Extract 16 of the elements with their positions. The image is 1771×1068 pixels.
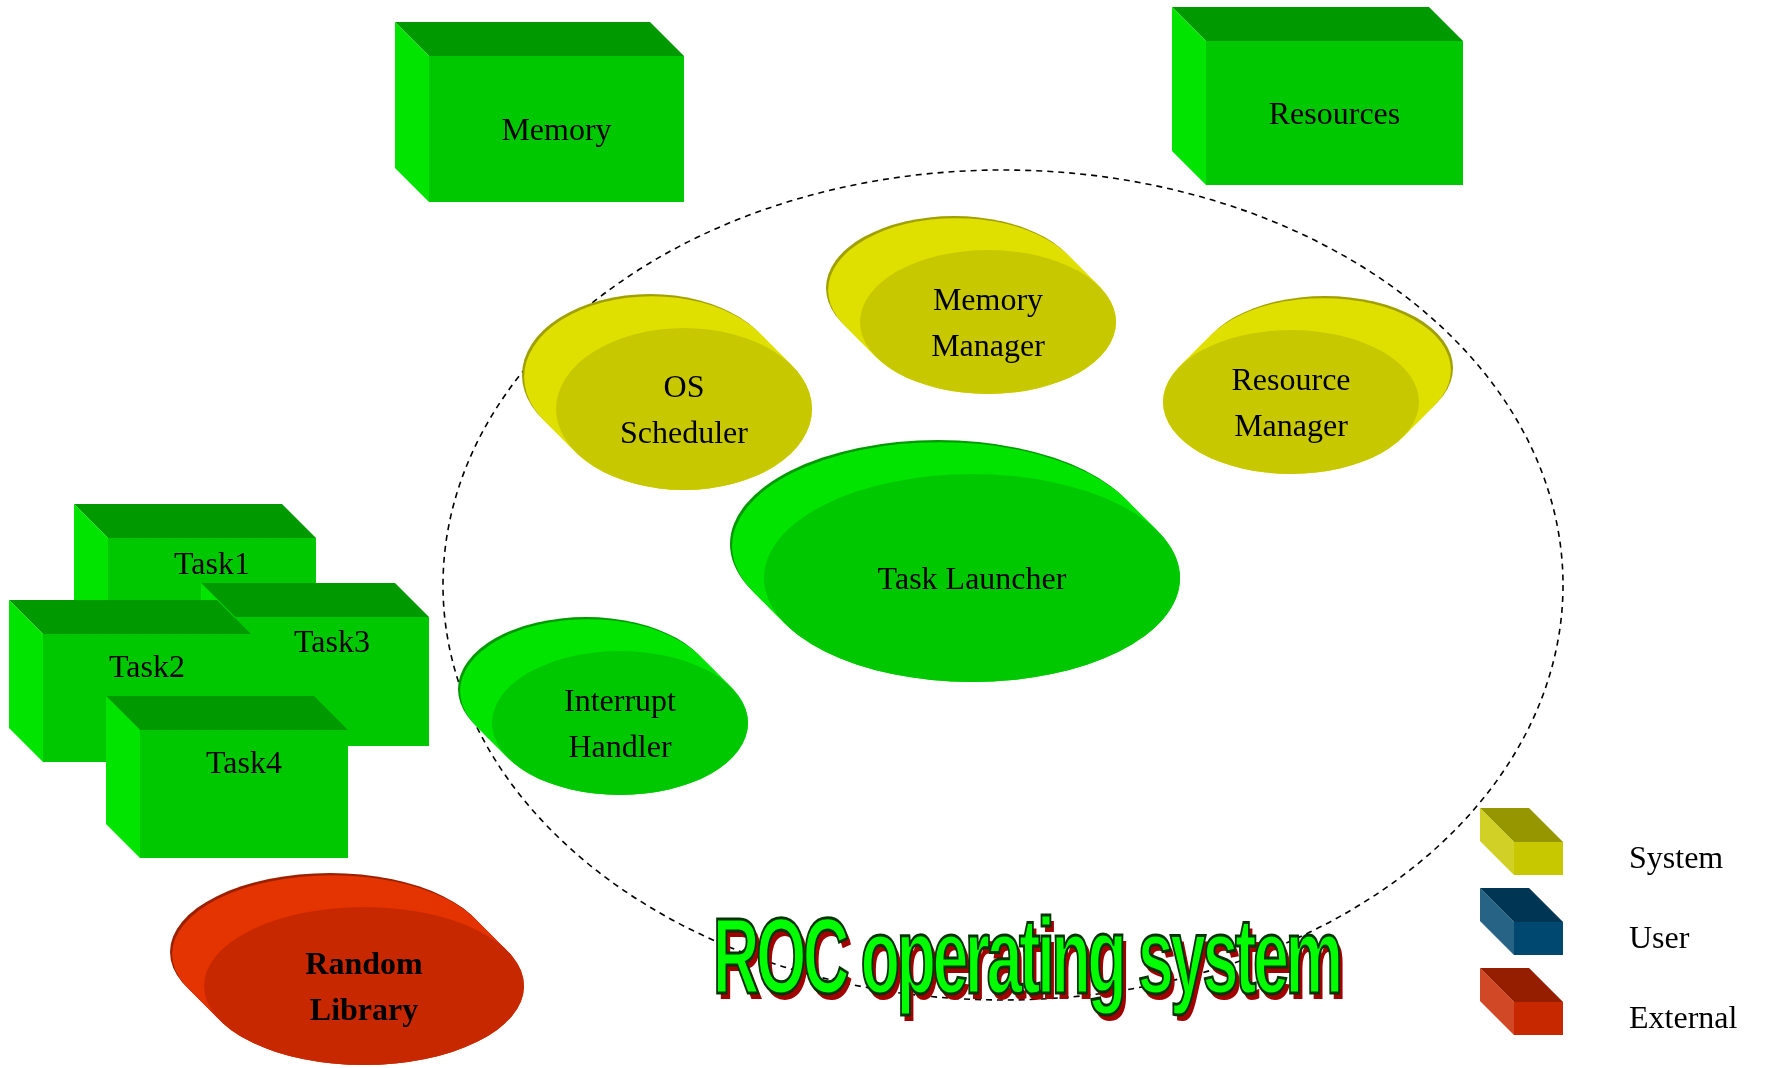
node-label: Task Launcher bbox=[877, 558, 1067, 598]
node-label: Memory Manager bbox=[930, 279, 1046, 365]
legend-label: External bbox=[1629, 999, 1738, 1036]
node-label: Memory bbox=[501, 109, 612, 149]
node-label: Task1 bbox=[174, 543, 250, 583]
title: ROC operating system bbox=[712, 893, 1340, 1018]
node-label: Task2 bbox=[109, 646, 185, 686]
node-label: Resources bbox=[1268, 93, 1401, 133]
node-label: Task3 bbox=[294, 622, 370, 662]
node-label: Interrupt Handler bbox=[563, 680, 677, 766]
legend-label: User bbox=[1629, 919, 1690, 956]
node-label: Random Library bbox=[304, 943, 424, 1029]
node-label: Resource Manager bbox=[1230, 359, 1352, 445]
node-label: OS Scheduler bbox=[619, 366, 749, 452]
legend-label: System bbox=[1629, 839, 1724, 876]
node-label: Task4 bbox=[206, 742, 282, 782]
